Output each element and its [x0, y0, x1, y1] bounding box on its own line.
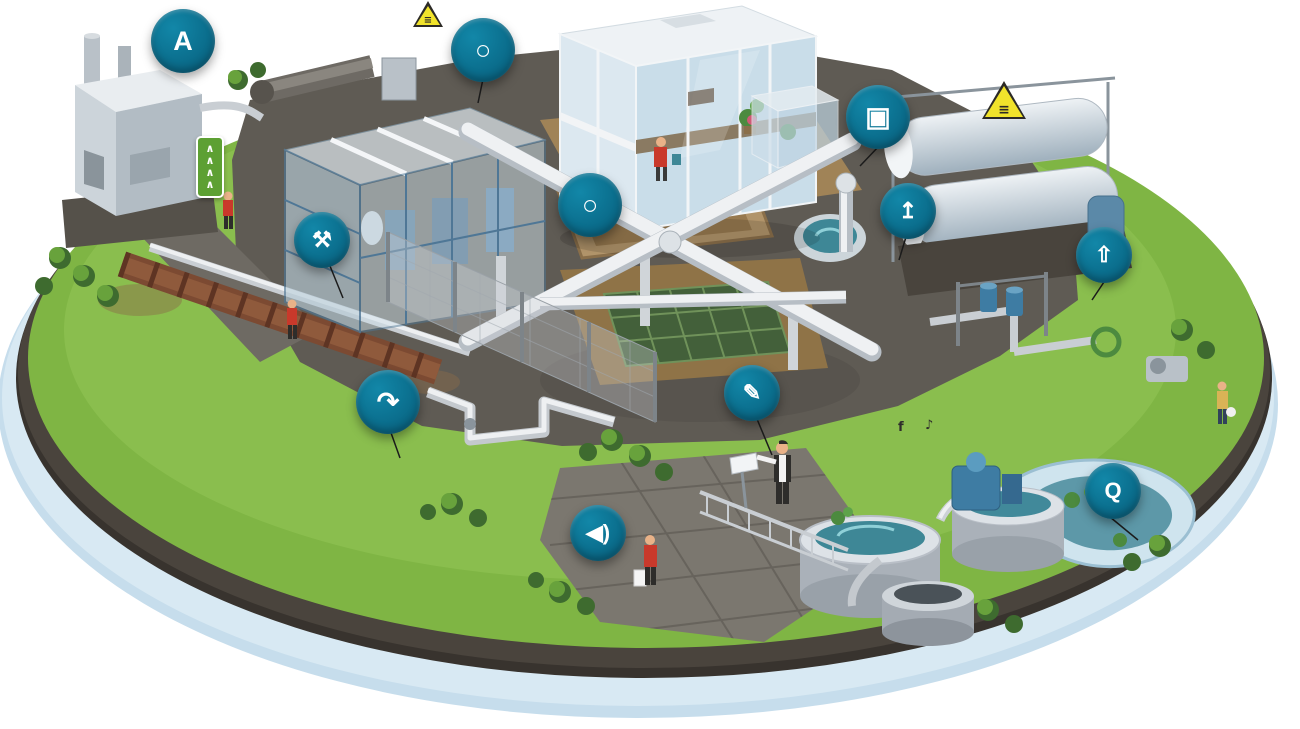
hook-arrow-hotspot[interactable]: ↷ — [356, 370, 420, 434]
crane-icon: A — [173, 25, 193, 56]
worker-figure — [756, 440, 791, 504]
warning-lines-icon: ≡ — [998, 102, 1010, 118]
seal-ring-icon: ○ — [581, 189, 599, 220]
speech-bubble-icon: Q — [1104, 478, 1122, 503]
sound-mark-icon: ♪ — [925, 418, 934, 433]
o-ring-icon: ○ — [474, 34, 492, 65]
railing — [699, 452, 849, 572]
seal-ring-hotspot[interactable]: ○ — [558, 173, 622, 237]
hook-arrow-icon: ↷ — [376, 386, 400, 417]
f-mark-icon: f — [898, 420, 904, 435]
drill-tool-hotspot[interactable]: ⚒ — [294, 212, 350, 268]
workers — [223, 191, 1236, 587]
tank-level-hotspot[interactable]: ⇧ — [1076, 227, 1132, 283]
worker-figure — [654, 137, 681, 181]
camera-hotspot[interactable]: ▣ — [846, 85, 910, 149]
crane-hotspot[interactable]: A — [151, 9, 215, 73]
ground-pipes — [426, 386, 616, 446]
upload-icon: ↥ — [898, 198, 918, 223]
megaphone-hotspot[interactable]: ◀) — [570, 505, 626, 561]
tank-level-icon: ⇧ — [1094, 242, 1114, 267]
warning-triangle-top: ≡ — [413, 1, 443, 27]
pipe-bridge — [458, 122, 882, 370]
megaphone-icon: ◀) — [585, 520, 611, 545]
drill-tool-icon: ⚒ — [312, 227, 332, 252]
worker-figure — [223, 191, 233, 229]
o-ring-hotspot[interactable]: ○ — [451, 18, 515, 82]
fence — [386, 231, 657, 423]
chevron-up-icon: ∧ ∧ ∧ ∧ — [205, 141, 215, 192]
upload-hotspot[interactable]: ↥ — [880, 183, 936, 239]
equipment-right — [929, 272, 1188, 382]
warning-lines-icon: ≡ — [423, 15, 433, 26]
warning-triangle-right: ≡ — [982, 81, 1026, 119]
building-utility — [62, 33, 265, 248]
worker-figure — [1217, 381, 1236, 424]
worker-figure — [287, 299, 297, 339]
document-hotspot[interactable]: ✎ — [724, 365, 780, 421]
camera-icon: ▣ — [865, 101, 891, 132]
document-icon: ✎ — [742, 380, 762, 405]
worker-figure — [633, 535, 657, 587]
speech-bubble-hotspot[interactable]: Q — [1085, 463, 1141, 519]
conveyor-pipe — [250, 55, 417, 104]
pipe-trench — [98, 242, 472, 394]
clarifiers — [799, 452, 1196, 646]
chevron-sign: ∧ ∧ ∧ ∧ — [196, 136, 224, 198]
bushes — [35, 62, 1215, 633]
